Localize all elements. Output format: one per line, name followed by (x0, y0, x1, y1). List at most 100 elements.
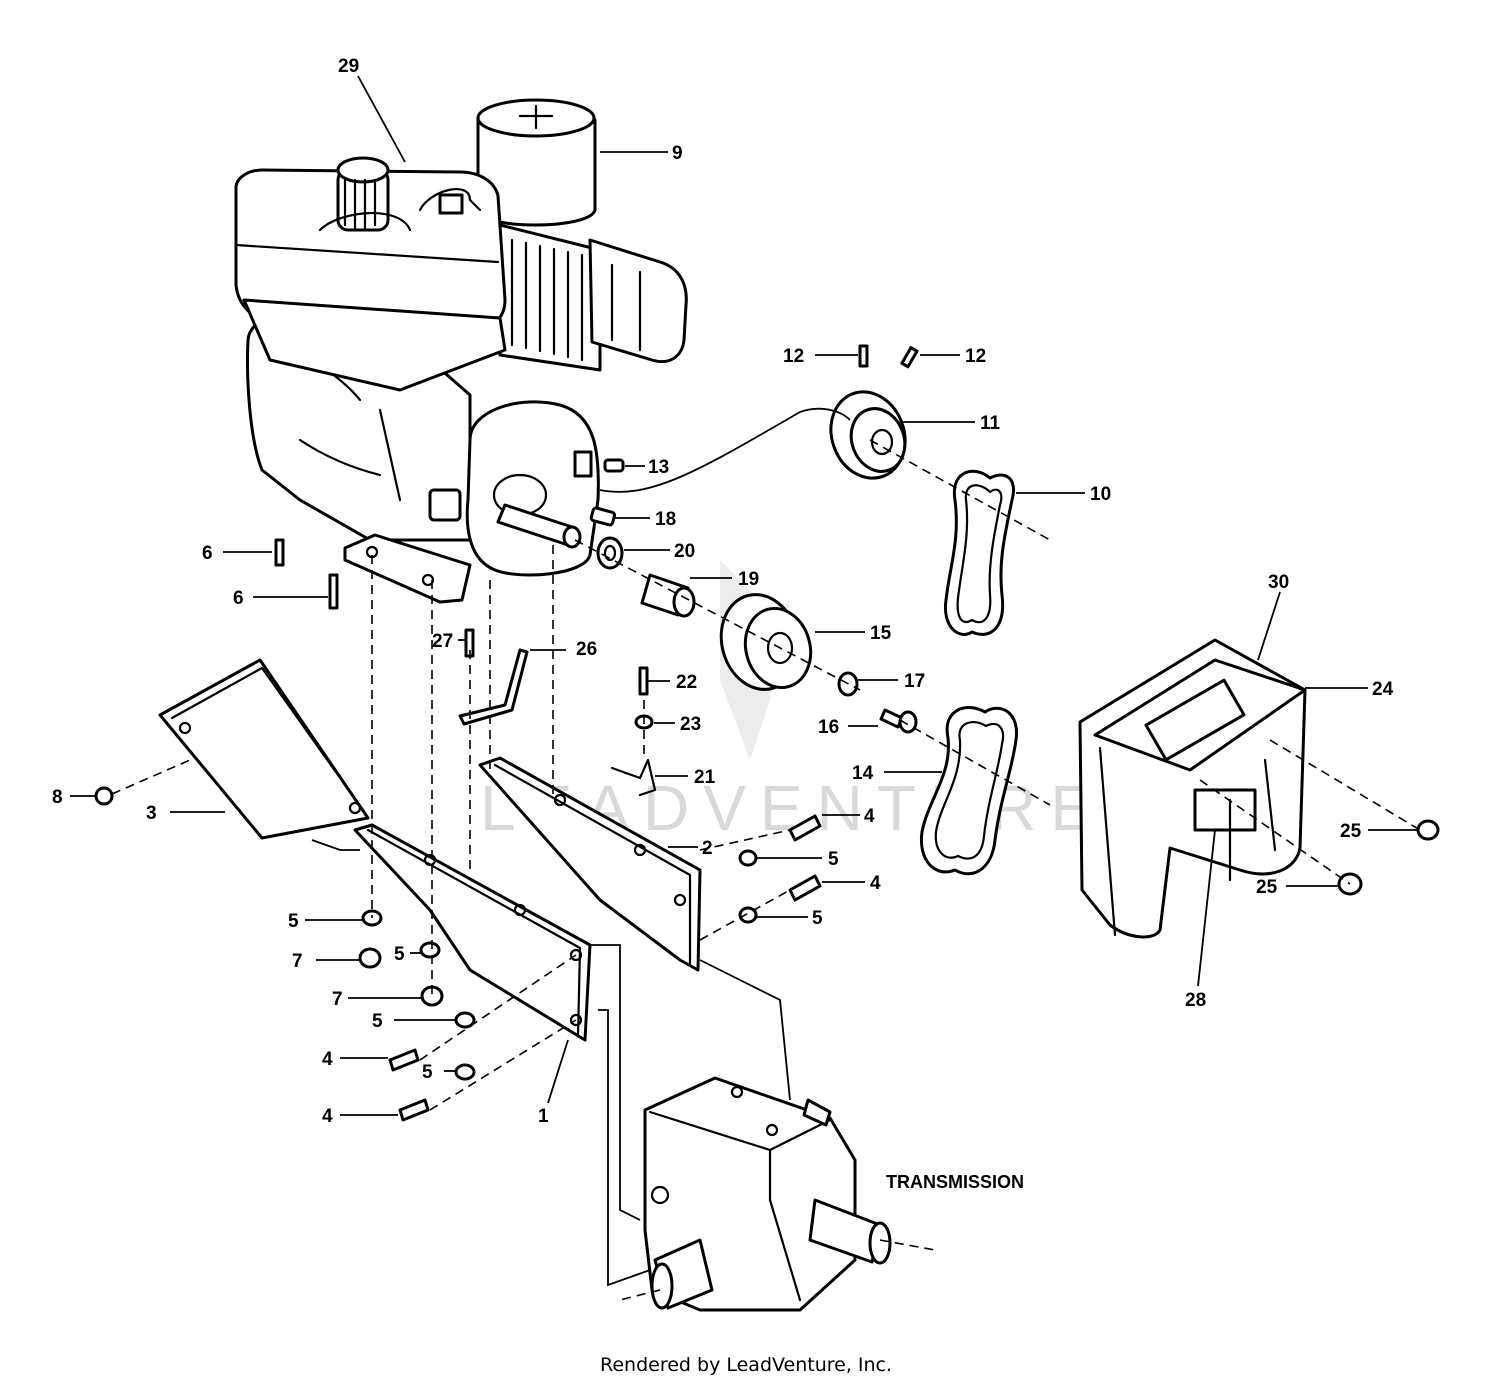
leader-shield-bracket (311, 839, 360, 851)
callout-8: 8 (52, 787, 63, 808)
callout-labels: 29 9 12 12 11 10 13 18 20 19 30 15 26 27… (52, 56, 1394, 1127)
callout-17: 17 (904, 671, 925, 692)
washer-5-d (419, 941, 441, 959)
fuel-cap-knurl (343, 178, 377, 230)
b1-hole-2 (513, 903, 527, 917)
callout-22: 22 (676, 672, 697, 693)
set-screw-2 (900, 346, 919, 369)
transmission-label: TRANSMISSION (886, 1172, 1024, 1192)
rod-26 (458, 648, 529, 726)
dash-bolt-4b (699, 889, 791, 941)
callout-5-b: 5 (812, 908, 823, 929)
callout-10: 10 (1090, 484, 1111, 505)
callout-6-upper: 6 (202, 543, 213, 564)
b1-hole-1 (423, 853, 437, 867)
engine-body-line-3 (378, 408, 402, 502)
b1-hole-3 (569, 948, 583, 962)
fuel-tank-neck (318, 211, 412, 232)
callout-13: 13 (648, 457, 669, 478)
callout-7-b: 7 (332, 989, 343, 1010)
engine-base (343, 533, 472, 604)
callout-4-b: 4 (870, 873, 881, 894)
bracket-2 (478, 756, 702, 972)
output-shaft-right-end (868, 1221, 892, 1265)
screw-22 (638, 666, 649, 696)
leader-bracket-tx-c (699, 959, 791, 1101)
callout-23: 23 (680, 714, 701, 735)
callout-7-a: 7 (292, 951, 303, 972)
footer-credit: Rendered by LeadVenture, Inc. (600, 1354, 892, 1376)
belt-10-inner (956, 484, 1003, 624)
fuel-tank-seam (234, 243, 500, 264)
callout-27: 27 (432, 631, 453, 652)
tx-boss (650, 1185, 670, 1205)
callout-29: 29 (338, 56, 359, 77)
tx-hole-2 (765, 1123, 779, 1137)
bracket-1-flange (366, 828, 582, 1038)
b1-hole-4 (569, 1013, 583, 1027)
bolt-4-b (788, 874, 822, 902)
pulley-leader (599, 407, 851, 493)
leader-bracket-tx-b (598, 1009, 651, 1287)
callout-5-a: 5 (828, 849, 839, 870)
callout-19: 19 (738, 569, 759, 590)
fuel-cap-top (336, 156, 390, 184)
bolt-4-d (398, 1098, 430, 1122)
callout-16: 16 (818, 717, 839, 738)
key-18 (589, 506, 617, 527)
dash-bolt-4d (429, 1019, 577, 1111)
bracket-1 (353, 823, 592, 1042)
callout-28: 28 (1185, 990, 1206, 1011)
callout-leaders (70, 75, 1418, 1116)
b2-hole-2 (633, 843, 647, 857)
set-screw-1 (858, 344, 869, 368)
callout-25-upper: 25 (1340, 821, 1362, 842)
washer-5-f (454, 1063, 476, 1081)
callout-15: 15 (870, 623, 892, 644)
belt-guard-slots (1228, 758, 1277, 882)
output-shaft-left-end (650, 1262, 674, 1310)
callout-12-right: 12 (965, 346, 986, 367)
callout-11: 11 (980, 413, 1001, 434)
pulley-large-hub (766, 631, 794, 665)
dash-bolt-4c (419, 954, 577, 1061)
nut-25-a (1416, 819, 1440, 841)
bolt-16-head (898, 710, 918, 734)
spacer-19-end (672, 586, 696, 618)
engine-mount-boss (428, 488, 462, 522)
shield-3 (158, 658, 370, 840)
dash-shaft (574, 539, 861, 691)
shield-3-flange (170, 666, 362, 808)
engine (234, 98, 688, 604)
b2-hole-1 (553, 793, 567, 807)
leader-1 (547, 1039, 569, 1104)
engine-body-line-2 (298, 438, 382, 477)
dash-belt-14 (899, 719, 1051, 806)
bolt-16-shank (879, 708, 904, 729)
transmission-tab (802, 1098, 832, 1127)
callout-4-a: 4 (864, 806, 875, 827)
dash-pulley-small (869, 439, 1051, 541)
decal-28 (1193, 788, 1257, 832)
belt-guard (1078, 638, 1440, 939)
callout-20: 20 (674, 541, 695, 562)
bracket-2-flange (493, 763, 692, 967)
air-cleaner-wingnut (518, 104, 554, 130)
washer-20 (596, 536, 624, 570)
callout-18: 18 (655, 509, 676, 530)
callout-25-lower: 25 (1256, 877, 1278, 898)
callout-4-c: 4 (322, 1049, 333, 1070)
callout-2: 2 (702, 838, 713, 859)
transmission-top-edge (648, 1110, 832, 1202)
output-shaft-right (808, 1198, 882, 1264)
frame (94, 538, 822, 1122)
nut-7-a (358, 947, 382, 969)
transmission-front-edge (768, 1198, 802, 1302)
muffler (588, 238, 688, 364)
tx-hole-1 (730, 1085, 744, 1099)
pulley-small-groove (849, 407, 907, 473)
callout-30: 30 (1268, 572, 1289, 593)
fuel-line (418, 188, 482, 212)
pulley-large-groove (743, 606, 813, 690)
